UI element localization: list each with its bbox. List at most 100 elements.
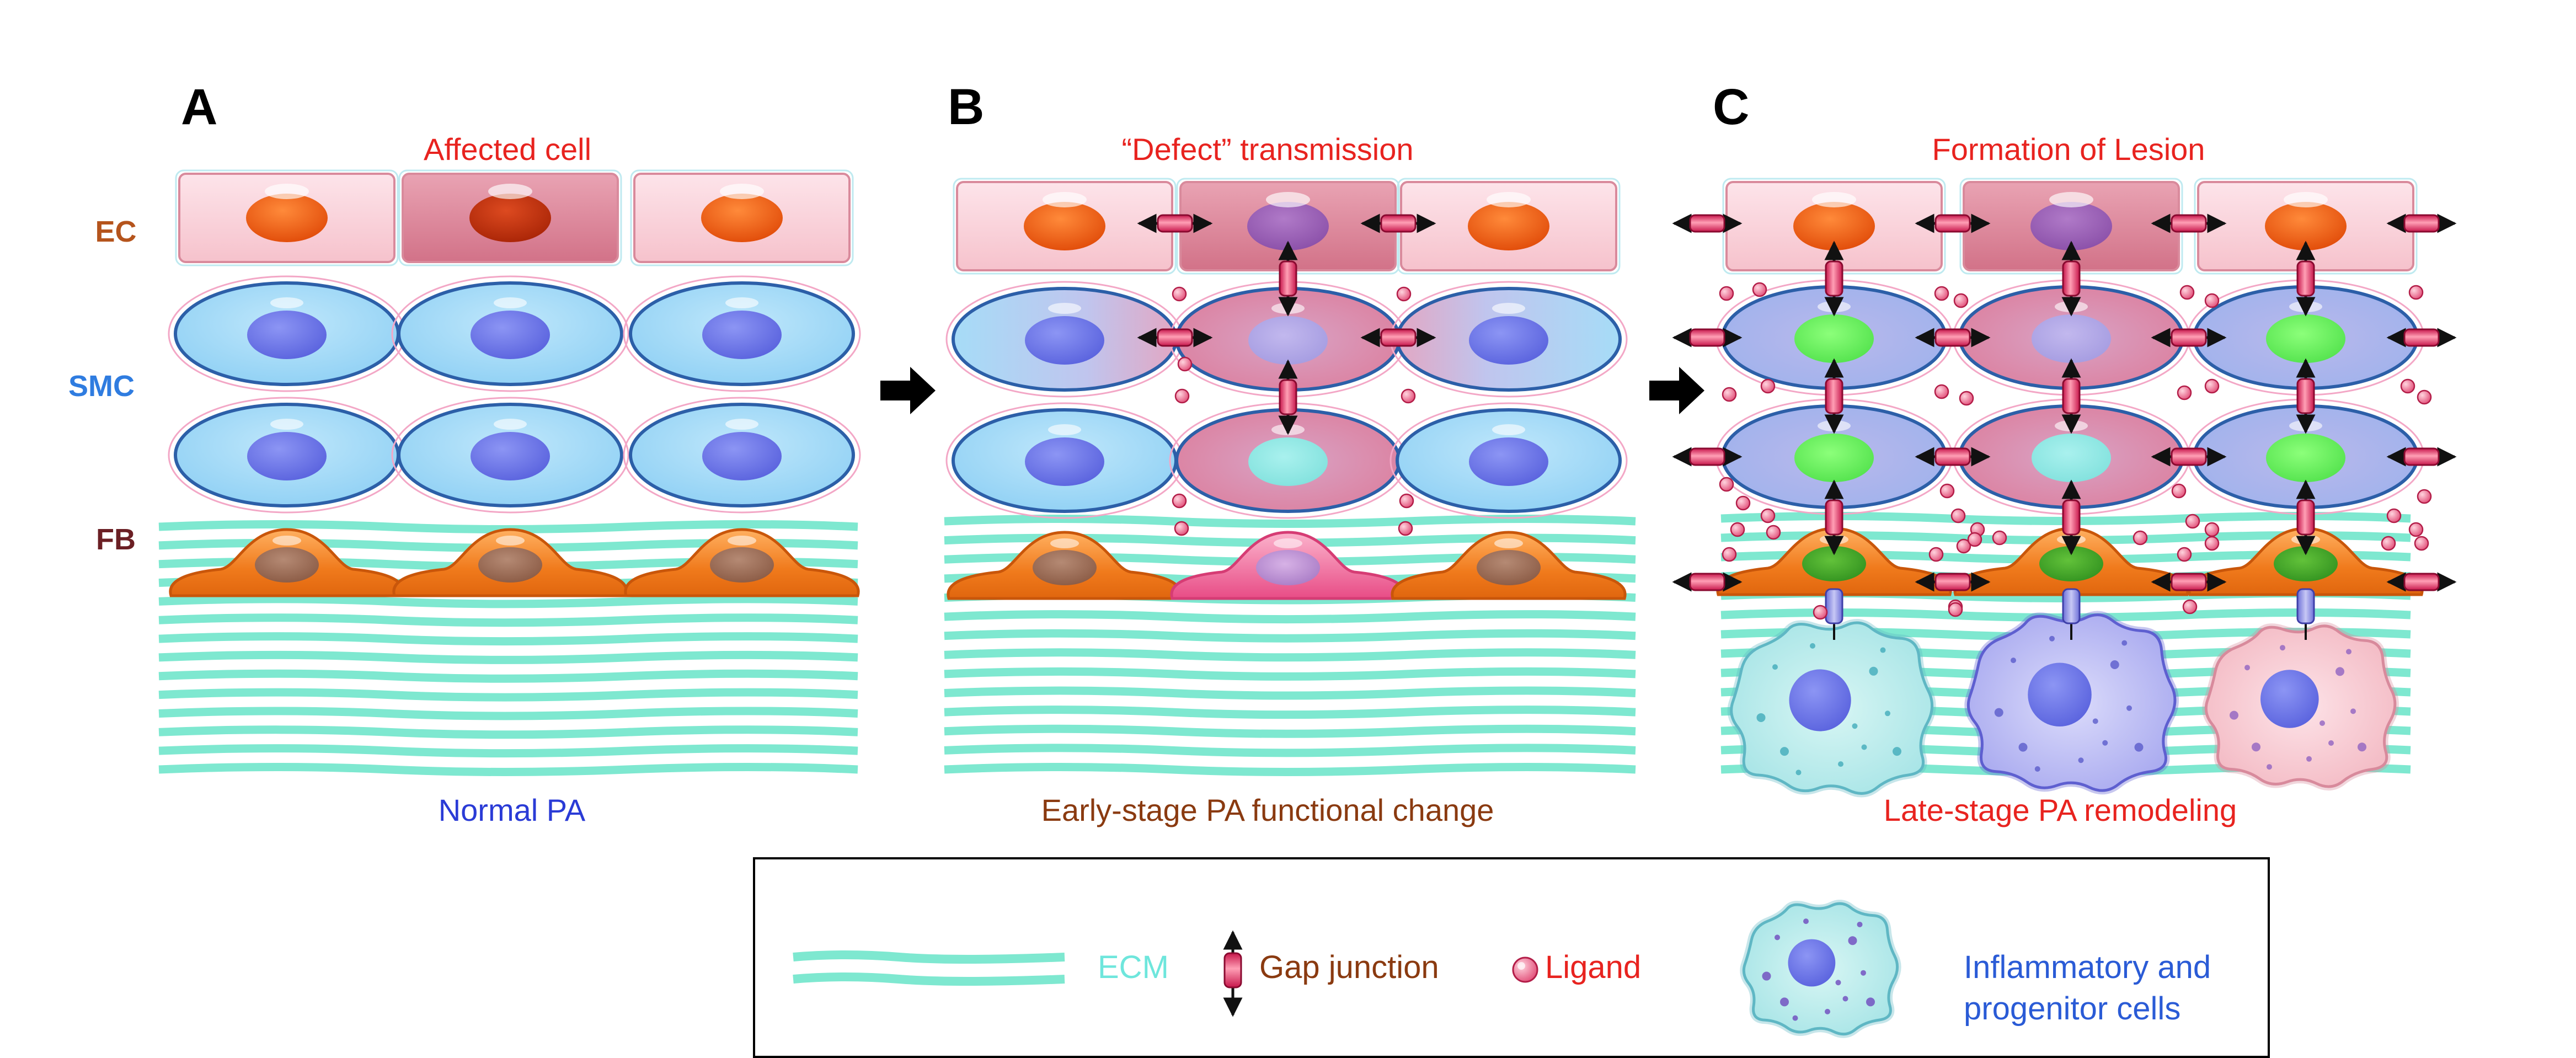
ligand bbox=[1401, 388, 1416, 404]
ligand bbox=[2204, 293, 2220, 308]
gap-junction bbox=[2062, 378, 2081, 414]
receptor bbox=[1825, 588, 1843, 624]
ligand bbox=[2414, 536, 2429, 551]
ecm-fiber bbox=[944, 724, 1636, 738]
gap-junction bbox=[1934, 214, 1971, 233]
gap-junction bbox=[1934, 573, 1971, 591]
ligand bbox=[1760, 378, 1776, 394]
smc-nucleus bbox=[247, 432, 327, 480]
ligand bbox=[1174, 388, 1190, 404]
ecm-fiber bbox=[158, 595, 858, 608]
smc-nucleus bbox=[1248, 437, 1328, 486]
smc-nucleus bbox=[471, 432, 550, 480]
ec-row-label: EC bbox=[95, 215, 136, 248]
gap-junction bbox=[1689, 447, 1725, 466]
panel-c bbox=[1672, 178, 2457, 798]
ligand bbox=[1813, 605, 1828, 620]
ligand bbox=[1398, 521, 1413, 536]
ligand bbox=[2400, 378, 2415, 394]
ligand bbox=[2386, 508, 2402, 523]
ligand bbox=[1752, 282, 1767, 297]
legend-gap-junction-label: Gap junction bbox=[1259, 949, 1439, 985]
panel-a-letter: A bbox=[181, 79, 217, 135]
fb-nucleus bbox=[1802, 546, 1866, 581]
ligand bbox=[1722, 387, 1737, 402]
gap-junction bbox=[1825, 260, 1843, 297]
ligand bbox=[1934, 384, 1949, 399]
ligand bbox=[2381, 536, 2396, 551]
gap-junction bbox=[2062, 499, 2081, 536]
ecm-fiber bbox=[944, 744, 1636, 757]
panel-c-header: C Formation of Lesion bbox=[1713, 79, 2205, 167]
ec-nucleus bbox=[1024, 202, 1105, 250]
ec-nucleus bbox=[701, 194, 783, 242]
gap-junction bbox=[2171, 214, 2207, 233]
gap-junction bbox=[2171, 573, 2207, 591]
legend-ligand-label: Ligand bbox=[1545, 949, 1641, 985]
fb-nucleus bbox=[2274, 546, 2338, 581]
ligand bbox=[1177, 356, 1193, 372]
legend-ecm-label: ECM bbox=[1098, 949, 1169, 985]
ligand bbox=[1956, 538, 1971, 554]
gap-junction bbox=[1157, 214, 1193, 233]
panel-a-header: A Affected cell bbox=[181, 79, 591, 167]
ecm-fiber bbox=[158, 613, 858, 627]
gap-junction bbox=[1689, 328, 1725, 347]
smc-nucleus bbox=[1794, 434, 1874, 482]
fb-nucleus bbox=[2039, 546, 2103, 581]
fb-nucleus bbox=[1256, 550, 1320, 585]
legend-inflammatory-label-line1: Inflammatory and bbox=[1964, 949, 2211, 985]
ec-nucleus bbox=[1247, 202, 1329, 250]
ligand bbox=[1950, 508, 1966, 523]
gap-junction bbox=[1825, 499, 1843, 536]
ligand bbox=[1719, 286, 1734, 301]
ecm-fiber bbox=[158, 688, 858, 702]
fb-nucleus bbox=[255, 547, 319, 583]
ec-nucleus bbox=[1793, 202, 1875, 250]
legend-ligand-icon bbox=[1512, 957, 1538, 983]
ligand bbox=[1719, 477, 1734, 492]
inflammatory-cell-nucleus bbox=[1789, 669, 1851, 731]
ecm-fiber bbox=[944, 686, 1636, 700]
legend-gap-junction-icon bbox=[1223, 930, 1243, 1017]
gap-junction bbox=[1380, 214, 1417, 233]
fb-nucleus bbox=[710, 547, 774, 583]
ligand bbox=[1172, 493, 1187, 509]
ecm-fiber bbox=[944, 763, 1636, 776]
smc-nucleus bbox=[1025, 316, 1104, 365]
gap-junction bbox=[1689, 214, 1725, 233]
legend: ECM Gap junction Ligand Inflammatory and… bbox=[753, 857, 2270, 1058]
ligand bbox=[2185, 514, 2200, 529]
smc-nucleus bbox=[471, 311, 550, 359]
transition-arrow-b-to-c bbox=[1649, 367, 1704, 414]
gap-junction bbox=[1157, 328, 1193, 347]
ligand bbox=[1948, 602, 1963, 617]
ligand bbox=[2204, 378, 2220, 394]
ec-nucleus bbox=[246, 194, 328, 242]
ecm-fiber bbox=[944, 648, 1636, 662]
ligand bbox=[1766, 525, 1781, 540]
ligand bbox=[1172, 286, 1187, 302]
fb-nucleus bbox=[1477, 550, 1541, 585]
ligand bbox=[1967, 532, 1982, 547]
gap-junction bbox=[2171, 328, 2207, 347]
gap-junction bbox=[1689, 573, 1725, 591]
ec-nucleus bbox=[2030, 202, 2112, 250]
ligand bbox=[2179, 285, 2195, 300]
ligand bbox=[2177, 385, 2192, 400]
panel-c-letter: C bbox=[1713, 79, 1749, 135]
receptor bbox=[2062, 588, 2081, 624]
ligand bbox=[2204, 536, 2220, 551]
gap-junction bbox=[2403, 573, 2440, 591]
ligand bbox=[2417, 489, 2432, 504]
ligand bbox=[1934, 286, 1949, 301]
inflammatory-cell-nucleus bbox=[2260, 670, 2319, 728]
gap-junction bbox=[2403, 447, 2440, 466]
panel-b-header: B “Defect” transmission bbox=[948, 79, 1414, 167]
ligand bbox=[2133, 530, 2148, 546]
smc-nucleus bbox=[1025, 437, 1104, 486]
ec-nucleus bbox=[1468, 202, 1549, 250]
gap-junction bbox=[1825, 378, 1843, 414]
ecm-fiber bbox=[158, 669, 858, 683]
